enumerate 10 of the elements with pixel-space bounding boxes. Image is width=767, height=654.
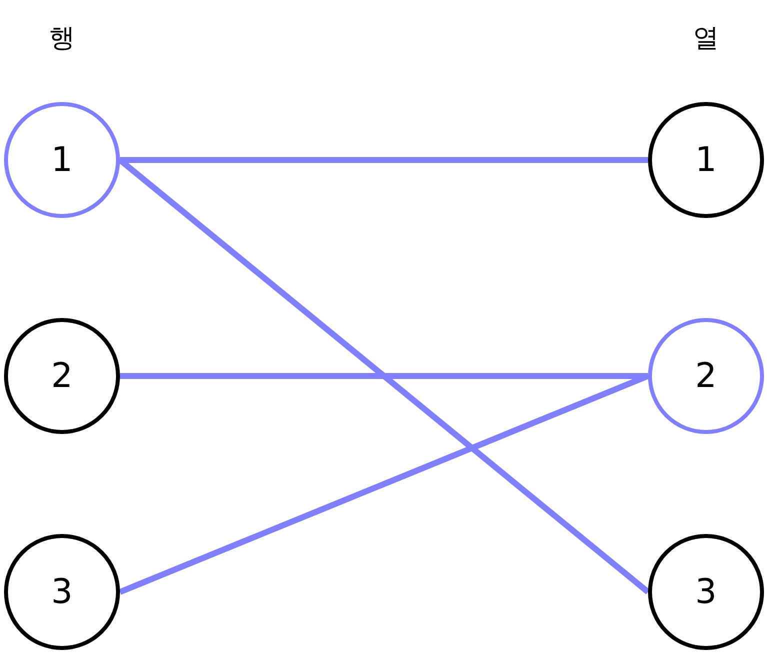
connector-line <box>120 157 648 163</box>
connector-line <box>120 373 648 379</box>
number-circle: 3 <box>648 534 764 650</box>
column-heading: 행 <box>49 22 75 56</box>
number-circle: 1 <box>4 102 120 218</box>
number-circle: 3 <box>4 534 120 650</box>
column-heading: 열 <box>693 22 719 56</box>
number-circle: 2 <box>4 318 120 434</box>
number-circle: 1 <box>648 102 764 218</box>
number-circle: 2 <box>648 318 764 434</box>
